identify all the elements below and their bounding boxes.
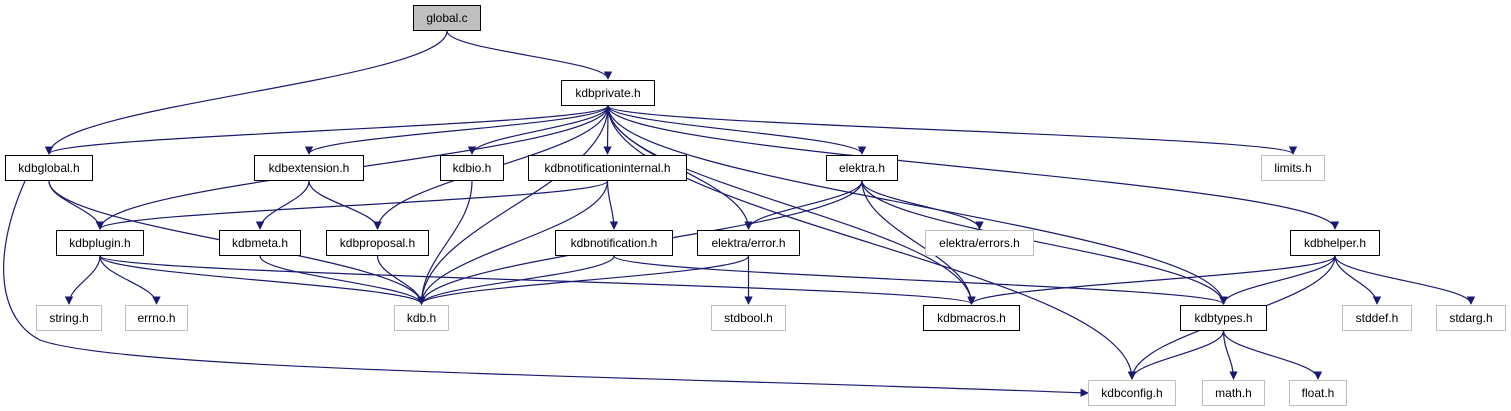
node-label: elektra/errors.h (939, 236, 1020, 250)
node-label: math.h (1215, 386, 1252, 400)
edge-elektra-h-to-kdbtypes-h (861, 180, 1228, 305)
edge-kdbproposal-h-to-kdb-h (376, 255, 426, 305)
edge-kdbplugin-h-to-kdbmacros-h (99, 255, 976, 305)
edge-kdbnotificationinternal-h-to-kdbplugin-h (96, 180, 609, 230)
edge-kdbnotification-h-to-kdb-h (417, 255, 615, 305)
node-label: limits.h (1274, 161, 1312, 175)
edge-kdbprivate-h-to-kdbhelper-h (607, 105, 1340, 230)
node-label: kdbmacros.h (937, 311, 1006, 325)
edge-kdbprivate-h-to-kdbconfig-h (607, 105, 1137, 380)
node-label: stdbool.h (724, 311, 773, 325)
node-kdbmeta-h[interactable]: kdbmeta.h (219, 230, 301, 256)
edge-kdbglobal-h-to-kdbconfig-h (3, 180, 1089, 397)
node-label: kdbprivate.h (575, 86, 641, 100)
node-kdbtypes-h[interactable]: kdbtypes.h (1180, 305, 1267, 331)
edge-global-c-to-kdbglobal-h (44, 30, 448, 155)
node-label: kdbproposal.h (339, 236, 416, 250)
edge-kdbprivate-h-to-elektra-h (607, 105, 867, 155)
edge-kdbhelper-h-to-kdbmacros-h (967, 255, 1336, 305)
edge-kdbtypes-h-to-float-h (1222, 330, 1323, 380)
edge-kdbprivate-h-to-kdbnotificationinternal-h (603, 105, 612, 155)
node-label: kdbtypes.h (1194, 311, 1253, 325)
node-label: kdb.h (406, 311, 437, 325)
edge-kdbprivate-h-to-limits-h (607, 105, 1297, 155)
edge-elektra-h-to-elektra-errors-h (861, 180, 984, 230)
edge-kdbprivate-h-to-kdbmacros-h (607, 105, 976, 305)
node-kdbproposal-h[interactable]: kdbproposal.h (326, 230, 429, 256)
node-label: string.h (49, 311, 89, 325)
edge-kdbhelper-h-to-stdarg-h (1334, 255, 1476, 305)
edge-kdbio-h-to-kdb-h (417, 180, 473, 305)
node-limits-h: limits.h (1261, 155, 1325, 181)
edge-global-c-to-kdbprivate-h (446, 30, 613, 80)
edge-kdbtypes-h-to-math-h (1222, 330, 1238, 380)
node-kdb-h: kdb.h (394, 305, 449, 331)
node-kdbglobal-h[interactable]: kdbglobal.h (5, 155, 93, 181)
node-label: float.h (1301, 386, 1335, 400)
node-stdbool-h: stdbool.h (711, 305, 786, 331)
node-string-h: string.h (36, 305, 102, 331)
edge-kdbprivate-h-to-kdb-h (417, 105, 609, 305)
node-label: kdbplugin.h (69, 236, 131, 250)
node-stdarg-h: stdarg.h (1436, 305, 1506, 331)
edge-kdbprivate-h-to-kdbtypes-h (607, 105, 1228, 305)
node-kdbplugin-h[interactable]: kdbplugin.h (56, 230, 144, 256)
node-elektra-h[interactable]: elektra.h (826, 155, 898, 181)
node-label: kdbconfig.h (1101, 386, 1163, 400)
edge-kdbplugin-h-to-errno-h (99, 255, 161, 305)
node-label: kdbnotification.h (570, 236, 658, 250)
node-kdbio-h[interactable]: kdbio.h (440, 155, 504, 181)
edge-kdbprivate-h-to-kdbextension-h (304, 105, 609, 155)
node-float-h: float.h (1289, 380, 1347, 406)
node-kdbprivate-h[interactable]: kdbprivate.h (561, 80, 655, 106)
node-label: kdbextension.h (268, 161, 350, 175)
node-label: kdbmeta.h (231, 236, 289, 250)
node-stddef-h: stddef.h (1342, 305, 1412, 331)
node-label: elektra/error.h (711, 236, 786, 250)
edge-kdbglobal-h-to-kdbplugin-h (48, 180, 105, 230)
node-label: kdbio.h (452, 161, 492, 175)
node-label: elektra.h (838, 161, 886, 175)
node-kdbextension-h[interactable]: kdbextension.h (254, 155, 364, 181)
node-label: kdbnotificationinternal.h (544, 161, 671, 175)
node-label: errno.h (137, 311, 176, 325)
node-elektra-error-h[interactable]: elektra/error.h (697, 230, 800, 256)
node-label: stddef.h (1355, 311, 1399, 325)
node-global-c: global.c (413, 5, 481, 31)
edge-kdbhelper-h-to-kdbtypes-h (1219, 255, 1336, 305)
edge-kdbplugin-h-to-kdb-h (99, 255, 426, 305)
node-kdbnotification-h[interactable]: kdbnotification.h (555, 230, 673, 256)
edge-kdbnotificationinternal-h-to-kdb-h (417, 180, 609, 305)
node-kdbhelper-h[interactable]: kdbhelper.h (1290, 230, 1380, 256)
node-label: global.c (426, 11, 468, 25)
edge-kdbprivate-h-to-kdbglobal-h (45, 105, 609, 155)
edge-elektra-error-h-to-kdb-h (417, 255, 750, 305)
edge-kdbextension-h-to-kdbproposal-h (308, 180, 382, 230)
edge-kdbextension-h-to-kdbmeta-h (255, 180, 310, 230)
node-errno-h: errno.h (125, 305, 188, 331)
edge-kdbhelper-h-to-stddef-h (1334, 255, 1382, 305)
edge-kdbplugin-h-to-string-h (64, 255, 101, 305)
edge-kdbnotificationinternal-h-to-kdbnotification-h (606, 180, 619, 230)
node-math-h: math.h (1202, 380, 1265, 406)
edge-elektra-h-to-kdbmacros-h (861, 180, 976, 305)
edge-kdbprivate-h-to-kdbio-h (467, 105, 609, 155)
edge-kdbnotification-h-to-kdbtypes-h (613, 255, 1228, 305)
node-label: kdbglobal.h (18, 161, 80, 175)
node-kdbmacros-h[interactable]: kdbmacros.h (923, 305, 1020, 331)
edge-kdbtypes-h-to-kdbconfig-h (1127, 330, 1225, 380)
node-label: stdarg.h (1449, 311, 1493, 325)
node-label: kdbhelper.h (1303, 236, 1367, 250)
node-kdbconfig-h: kdbconfig.h (1088, 380, 1176, 406)
node-kdbnotificationinternal-h[interactable]: kdbnotificationinternal.h (528, 155, 687, 181)
edge-kdbmeta-h-to-kdb-h (259, 255, 426, 305)
node-elektra-errors-h: elektra/errors.h (925, 230, 1034, 256)
